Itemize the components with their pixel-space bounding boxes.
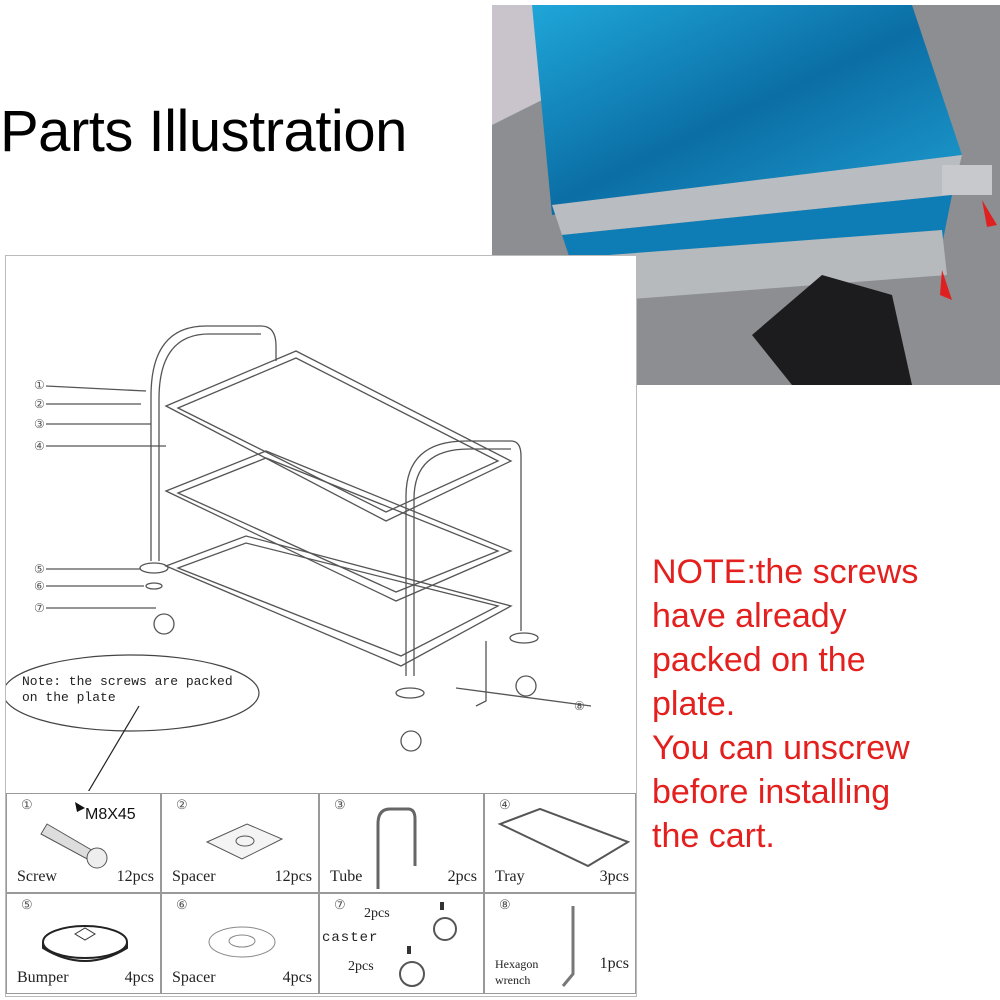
product-photo	[492, 5, 1000, 385]
part-number: ④	[499, 797, 511, 812]
part-number: ⑤	[21, 897, 33, 912]
page-title: Parts Illustration	[0, 99, 407, 164]
label-2: ②	[34, 397, 45, 411]
part-qty: 2pcs	[364, 906, 390, 921]
callout-line: on the plate	[22, 690, 116, 705]
callout-line: Note: the screws are packed	[22, 674, 233, 689]
label-7: ⑦	[34, 601, 45, 615]
part-tray: ④ Tray 3pcs	[484, 793, 636, 893]
part-screw: ① M8X45 Screw 12pcs	[6, 793, 161, 893]
part-qty: 2pcs	[447, 868, 477, 885]
label-6: ⑥	[34, 579, 45, 593]
part-number: ⑧	[499, 897, 511, 912]
part-name: Spacer	[172, 868, 216, 885]
label-4: ④	[34, 439, 45, 453]
part-qty: 1pcs	[599, 955, 629, 972]
part-qty: 2pcs	[348, 959, 374, 974]
screw-callout-note: Note: the screws are packed on the plate	[22, 674, 233, 706]
part-name: caster	[322, 930, 379, 946]
parts-diagram: ① ② ③ ④ ⑤ ⑥ ⑦ ⑧ Note: the screws are pac…	[5, 255, 637, 997]
installation-note: NOTE:the screws have already packed on t…	[652, 550, 918, 858]
part-qty: 4pcs	[124, 969, 154, 986]
label-8: ⑧	[574, 699, 585, 713]
part-hex-wrench: ⑧ Hexagon wrench 1pcs	[484, 893, 636, 994]
part-name-line: wrench	[495, 973, 531, 987]
note-line: plate.	[652, 685, 736, 723]
screw-size: M8X45	[85, 806, 136, 823]
part-tube: ③ Tube 2pcs	[319, 793, 484, 893]
part-qty: 12pcs	[116, 868, 154, 885]
part-name: Tray	[495, 868, 525, 885]
part-qty: 12pcs	[274, 868, 312, 885]
part-qty: 3pcs	[599, 868, 629, 885]
parts-table: ① M8X45 Screw 12pcs ② Spacer 12pcs ③ Tub…	[6, 793, 636, 996]
part-number: ②	[176, 797, 188, 812]
note-line: NOTE:the screws	[652, 553, 919, 591]
note-line: You can unscrew	[652, 729, 910, 767]
part-caster: ⑦ 2pcs caster 2pcs	[319, 893, 484, 994]
note-line: before installing	[652, 773, 891, 811]
part-number: ③	[334, 797, 346, 812]
part-name-line: Hexagon	[495, 957, 539, 971]
part-number: ①	[21, 797, 33, 812]
part-spacer-washer: ⑥ Spacer 4pcs	[161, 893, 319, 994]
label-1: ①	[34, 378, 45, 392]
part-bumper: ⑤ Bumper 4pcs	[6, 893, 161, 994]
part-name: Screw	[17, 868, 57, 885]
note-line: packed on the	[652, 641, 866, 679]
part-name: Spacer	[172, 969, 216, 986]
note-line: the cart.	[652, 817, 775, 855]
part-name: Hexagon wrench	[495, 956, 538, 988]
label-5: ⑤	[34, 562, 45, 576]
part-name: Tube	[330, 868, 363, 885]
note-line: have already	[652, 597, 847, 635]
part-number: ⑦	[334, 897, 346, 912]
part-number: ⑥	[176, 897, 188, 912]
part-spacer: ② Spacer 12pcs	[161, 793, 319, 893]
part-qty: 4pcs	[282, 969, 312, 986]
part-name: Bumper	[17, 969, 69, 986]
label-3: ③	[34, 417, 45, 431]
cart-drawing: ① ② ③ ④ ⑤ ⑥ ⑦ ⑧	[6, 325, 592, 791]
